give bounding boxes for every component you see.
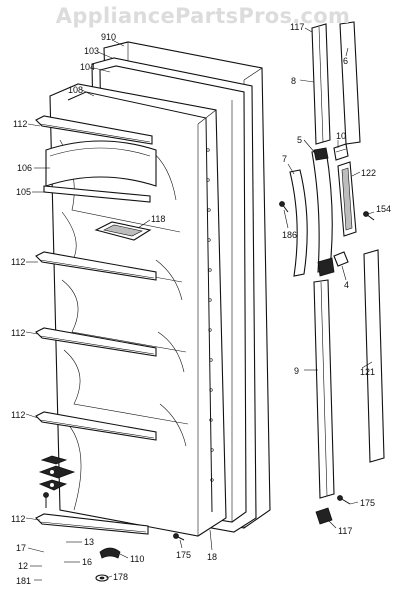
callout-8: 8 — [291, 76, 296, 86]
washer-178 — [95, 574, 109, 582]
callout-112-shelf-1: 112 — [13, 119, 27, 129]
handle-assembly — [311, 147, 335, 277]
door-trim-lower — [313, 279, 335, 499]
callout-112-shelf-5: 112 — [11, 514, 25, 524]
hinge-pin-bracket — [38, 479, 68, 491]
screw-175-bottom — [173, 533, 185, 541]
callout-154: 154 — [376, 204, 391, 214]
bottom-hinge — [38, 465, 76, 479]
door-stop — [99, 547, 121, 559]
door-trim-right-lower — [363, 249, 385, 463]
callout-122: 122 — [361, 168, 376, 178]
liner-rivets — [206, 148, 214, 482]
callout-178: 178 — [113, 572, 128, 582]
callout-112-shelf-3: 112 — [11, 328, 25, 338]
callout-110: 110 — [130, 554, 144, 564]
dairy-door — [45, 140, 157, 187]
hinge-shim — [40, 455, 68, 465]
callout-910: 910 — [101, 32, 116, 42]
shelf-bar-2 — [35, 251, 157, 281]
shelf-bar-4 — [35, 411, 157, 441]
callout-18: 18 — [207, 552, 217, 562]
callout-5: 5 — [297, 135, 302, 145]
shelf-bar-3 — [35, 327, 157, 357]
handle-grip — [289, 169, 308, 277]
handle-trim-upper — [311, 23, 331, 145]
callout-12: 12 — [18, 561, 28, 571]
screw-154 — [363, 211, 375, 221]
callout-121: 121 — [360, 367, 375, 377]
callout-labels: 910 103 104 108 112 106 105 118 112 112 … — [11, 22, 391, 586]
callout-112-shelf-4: 112 — [11, 410, 25, 420]
callout-104: 104 — [80, 62, 95, 72]
leader-lines — [25, 27, 375, 581]
watermark: AppliancePartsPros.com — [55, 4, 351, 28]
handle-cap — [333, 143, 349, 161]
shelf-bar-1 — [35, 115, 153, 145]
door-trim-right-upper — [339, 21, 361, 145]
callout-118: 118 — [151, 214, 165, 224]
butter-tray — [94, 221, 152, 241]
callout-181: 181 — [16, 576, 31, 586]
screw-186 — [279, 201, 289, 213]
callout-4: 4 — [344, 280, 349, 290]
callout-112-shelf-2: 112 — [11, 257, 25, 267]
hinge-screw — [43, 492, 49, 508]
shelf-bar-5 — [35, 513, 149, 535]
callout-106: 106 — [17, 163, 32, 173]
callout-117-top: 117 — [290, 22, 304, 32]
screw-175-right — [337, 495, 351, 505]
callout-117-bottom: 117 — [338, 526, 352, 536]
callout-7: 7 — [282, 154, 287, 164]
callout-175-bottom: 175 — [176, 550, 191, 560]
callout-186: 186 — [282, 230, 297, 240]
callout-103: 103 — [84, 46, 99, 56]
callout-10: 10 — [336, 131, 346, 141]
callout-108: 108 — [68, 85, 83, 95]
handle-trim-insert — [337, 161, 357, 237]
handle-clip — [333, 251, 349, 267]
callout-175-right: 175 — [360, 498, 375, 508]
callout-13: 13 — [84, 537, 94, 547]
callout-17: 17 — [16, 543, 26, 553]
dairy-door-rail — [43, 185, 151, 203]
callout-16: 16 — [82, 557, 92, 567]
callout-105: 105 — [16, 187, 31, 197]
callout-9: 9 — [294, 366, 299, 376]
callout-6: 6 — [343, 56, 348, 66]
